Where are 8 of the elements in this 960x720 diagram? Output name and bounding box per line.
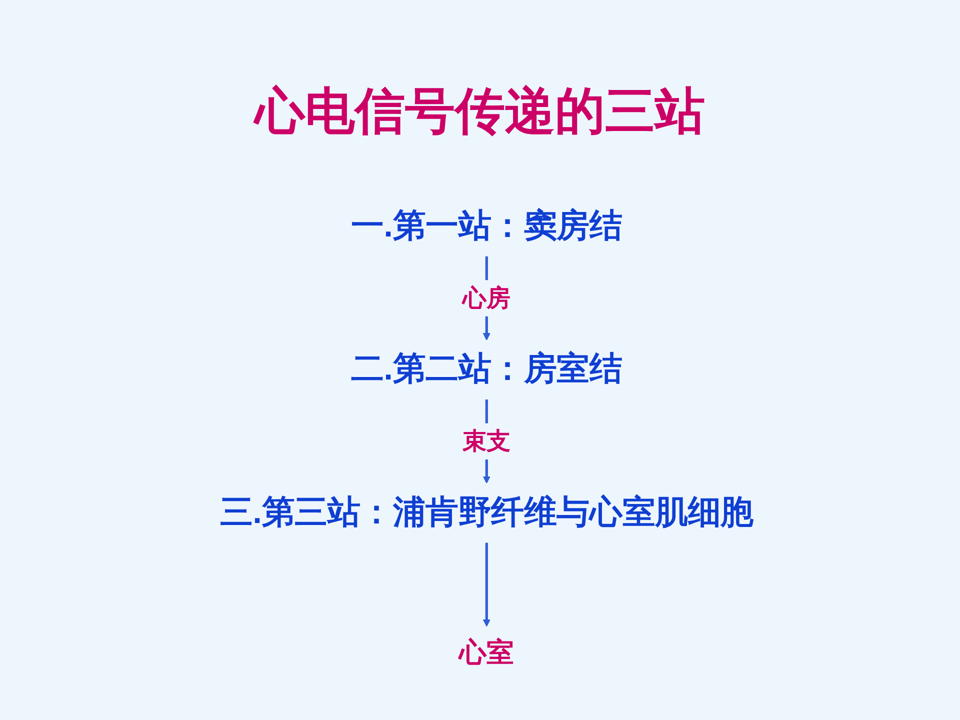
node-text: 心室 <box>459 636 514 668</box>
node-text: 三.第三站：浦肯野纤维与心室肌细胞 <box>220 494 754 531</box>
node-text: 一.第一站：窦房结 <box>351 208 623 244</box>
arrow <box>483 542 491 627</box>
node-text: 二.第二站：房室结 <box>351 351 623 388</box>
edge-label: 束支 <box>462 428 512 454</box>
edge-label: 心房 <box>462 284 512 312</box>
title: 心电信号传递的三站 <box>252 82 706 141</box>
